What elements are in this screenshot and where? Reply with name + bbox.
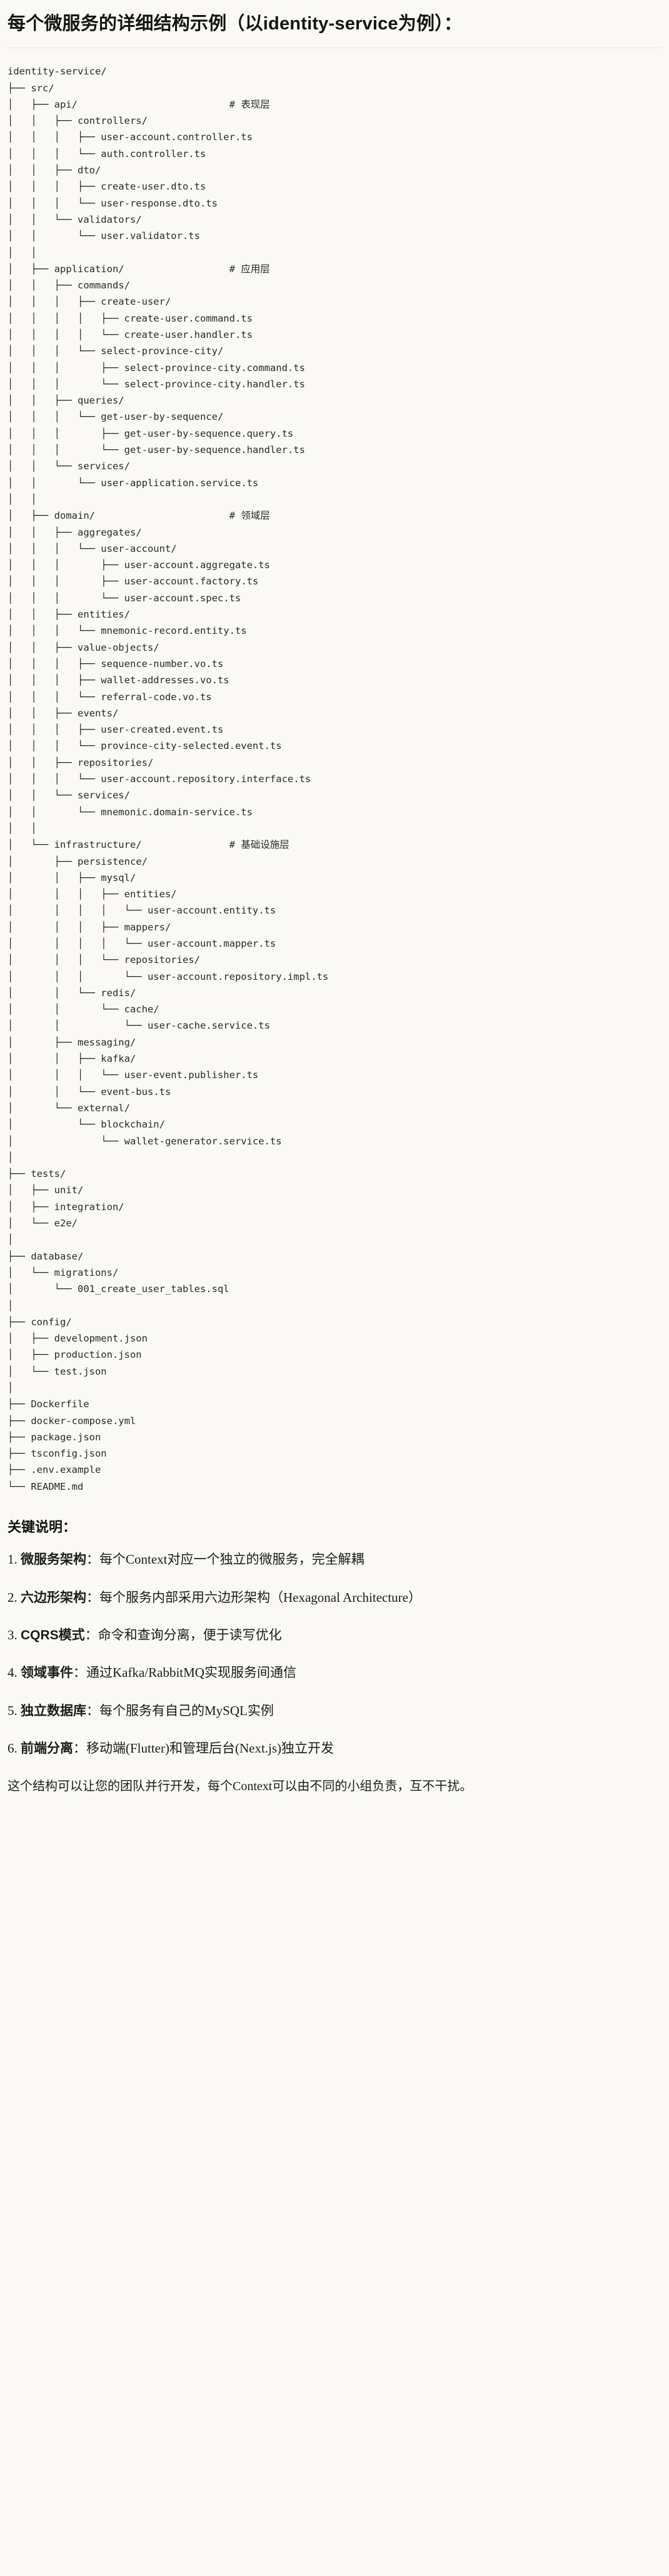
keypoint-separator: ： bbox=[86, 1703, 99, 1718]
list-item: 2. 六边形架构：每个服务内部采用六边形架构（Hexagonal Archite… bbox=[8, 1588, 661, 1607]
keypoint-term: 六边形架构 bbox=[21, 1590, 86, 1605]
list-item: 5. 独立数据库：每个服务有自己的MySQL实例 bbox=[8, 1701, 661, 1721]
keypoint-separator: ： bbox=[86, 1552, 99, 1567]
keypoint-description: 命令和查询分离，便于读写优化 bbox=[98, 1627, 282, 1642]
keypoint-separator: ： bbox=[73, 1665, 86, 1681]
keypoint-term: 微服务架构 bbox=[21, 1552, 86, 1567]
keypoint-term: 独立数据库 bbox=[21, 1703, 86, 1718]
keypoint-description: 每个Context对应一个独立的微服务，完全解耦 bbox=[99, 1552, 365, 1567]
keypoint-separator: ： bbox=[73, 1741, 86, 1756]
keypoint-separator: ： bbox=[86, 1589, 99, 1605]
keypoint-description: 移动端(Flutter)和管理后台(Next.js)独立开发 bbox=[86, 1741, 334, 1756]
page-title: 每个微服务的详细结构示例（以identity-service为例）： bbox=[8, 14, 463, 34]
keypoint-number: 2. bbox=[8, 1589, 18, 1605]
keypoint-number: 5. bbox=[8, 1703, 18, 1718]
keypoint-term: CQRS模式 bbox=[21, 1627, 85, 1642]
directory-tree: identity-service/ ├── src/ │ ├── api/ # … bbox=[8, 66, 329, 1492]
keypoint-separator: ： bbox=[84, 1627, 98, 1642]
keypoint-term: 前端分离 bbox=[21, 1741, 73, 1756]
keypoint-description: 每个服务内部采用六边形架构（Hexagonal Architecture） bbox=[99, 1589, 421, 1605]
keypoint-number: 4. bbox=[8, 1665, 18, 1681]
keypoint-number: 6. bbox=[8, 1741, 18, 1756]
closing-paragraph: 这个结构可以让您的团队并行开发，每个Context可以由不同的小组负责，互不干扰… bbox=[8, 1779, 473, 1793]
keypoint-number: 1. bbox=[8, 1552, 18, 1567]
list-item: 3. CQRS模式：命令和查询分离，便于读写优化 bbox=[8, 1626, 661, 1645]
keypoint-term: 领域事件 bbox=[21, 1666, 73, 1681]
list-item: 6. 前端分离：移动端(Flutter)和管理后台(Next.js)独立开发 bbox=[8, 1739, 661, 1758]
keypoints-heading: 关键说明： bbox=[8, 1519, 77, 1535]
keypoints-list: 1. 微服务架构：每个Context对应一个独立的微服务，完全解耦 2. 六边形… bbox=[8, 1550, 661, 1759]
keypoint-number: 3. bbox=[8, 1627, 18, 1642]
keypoint-description: 每个服务有自己的MySQL实例 bbox=[99, 1703, 274, 1718]
list-item: 1. 微服务架构：每个Context对应一个独立的微服务，完全解耦 bbox=[8, 1550, 661, 1569]
page-root: 每个微服务的详细结构示例（以identity-service为例）： ident… bbox=[8, 14, 661, 1793]
keypoint-description: 通过Kafka/RabbitMQ实现服务间通信 bbox=[86, 1665, 296, 1681]
list-item: 4. 领域事件：通过Kafka/RabbitMQ实现服务间通信 bbox=[8, 1663, 661, 1683]
